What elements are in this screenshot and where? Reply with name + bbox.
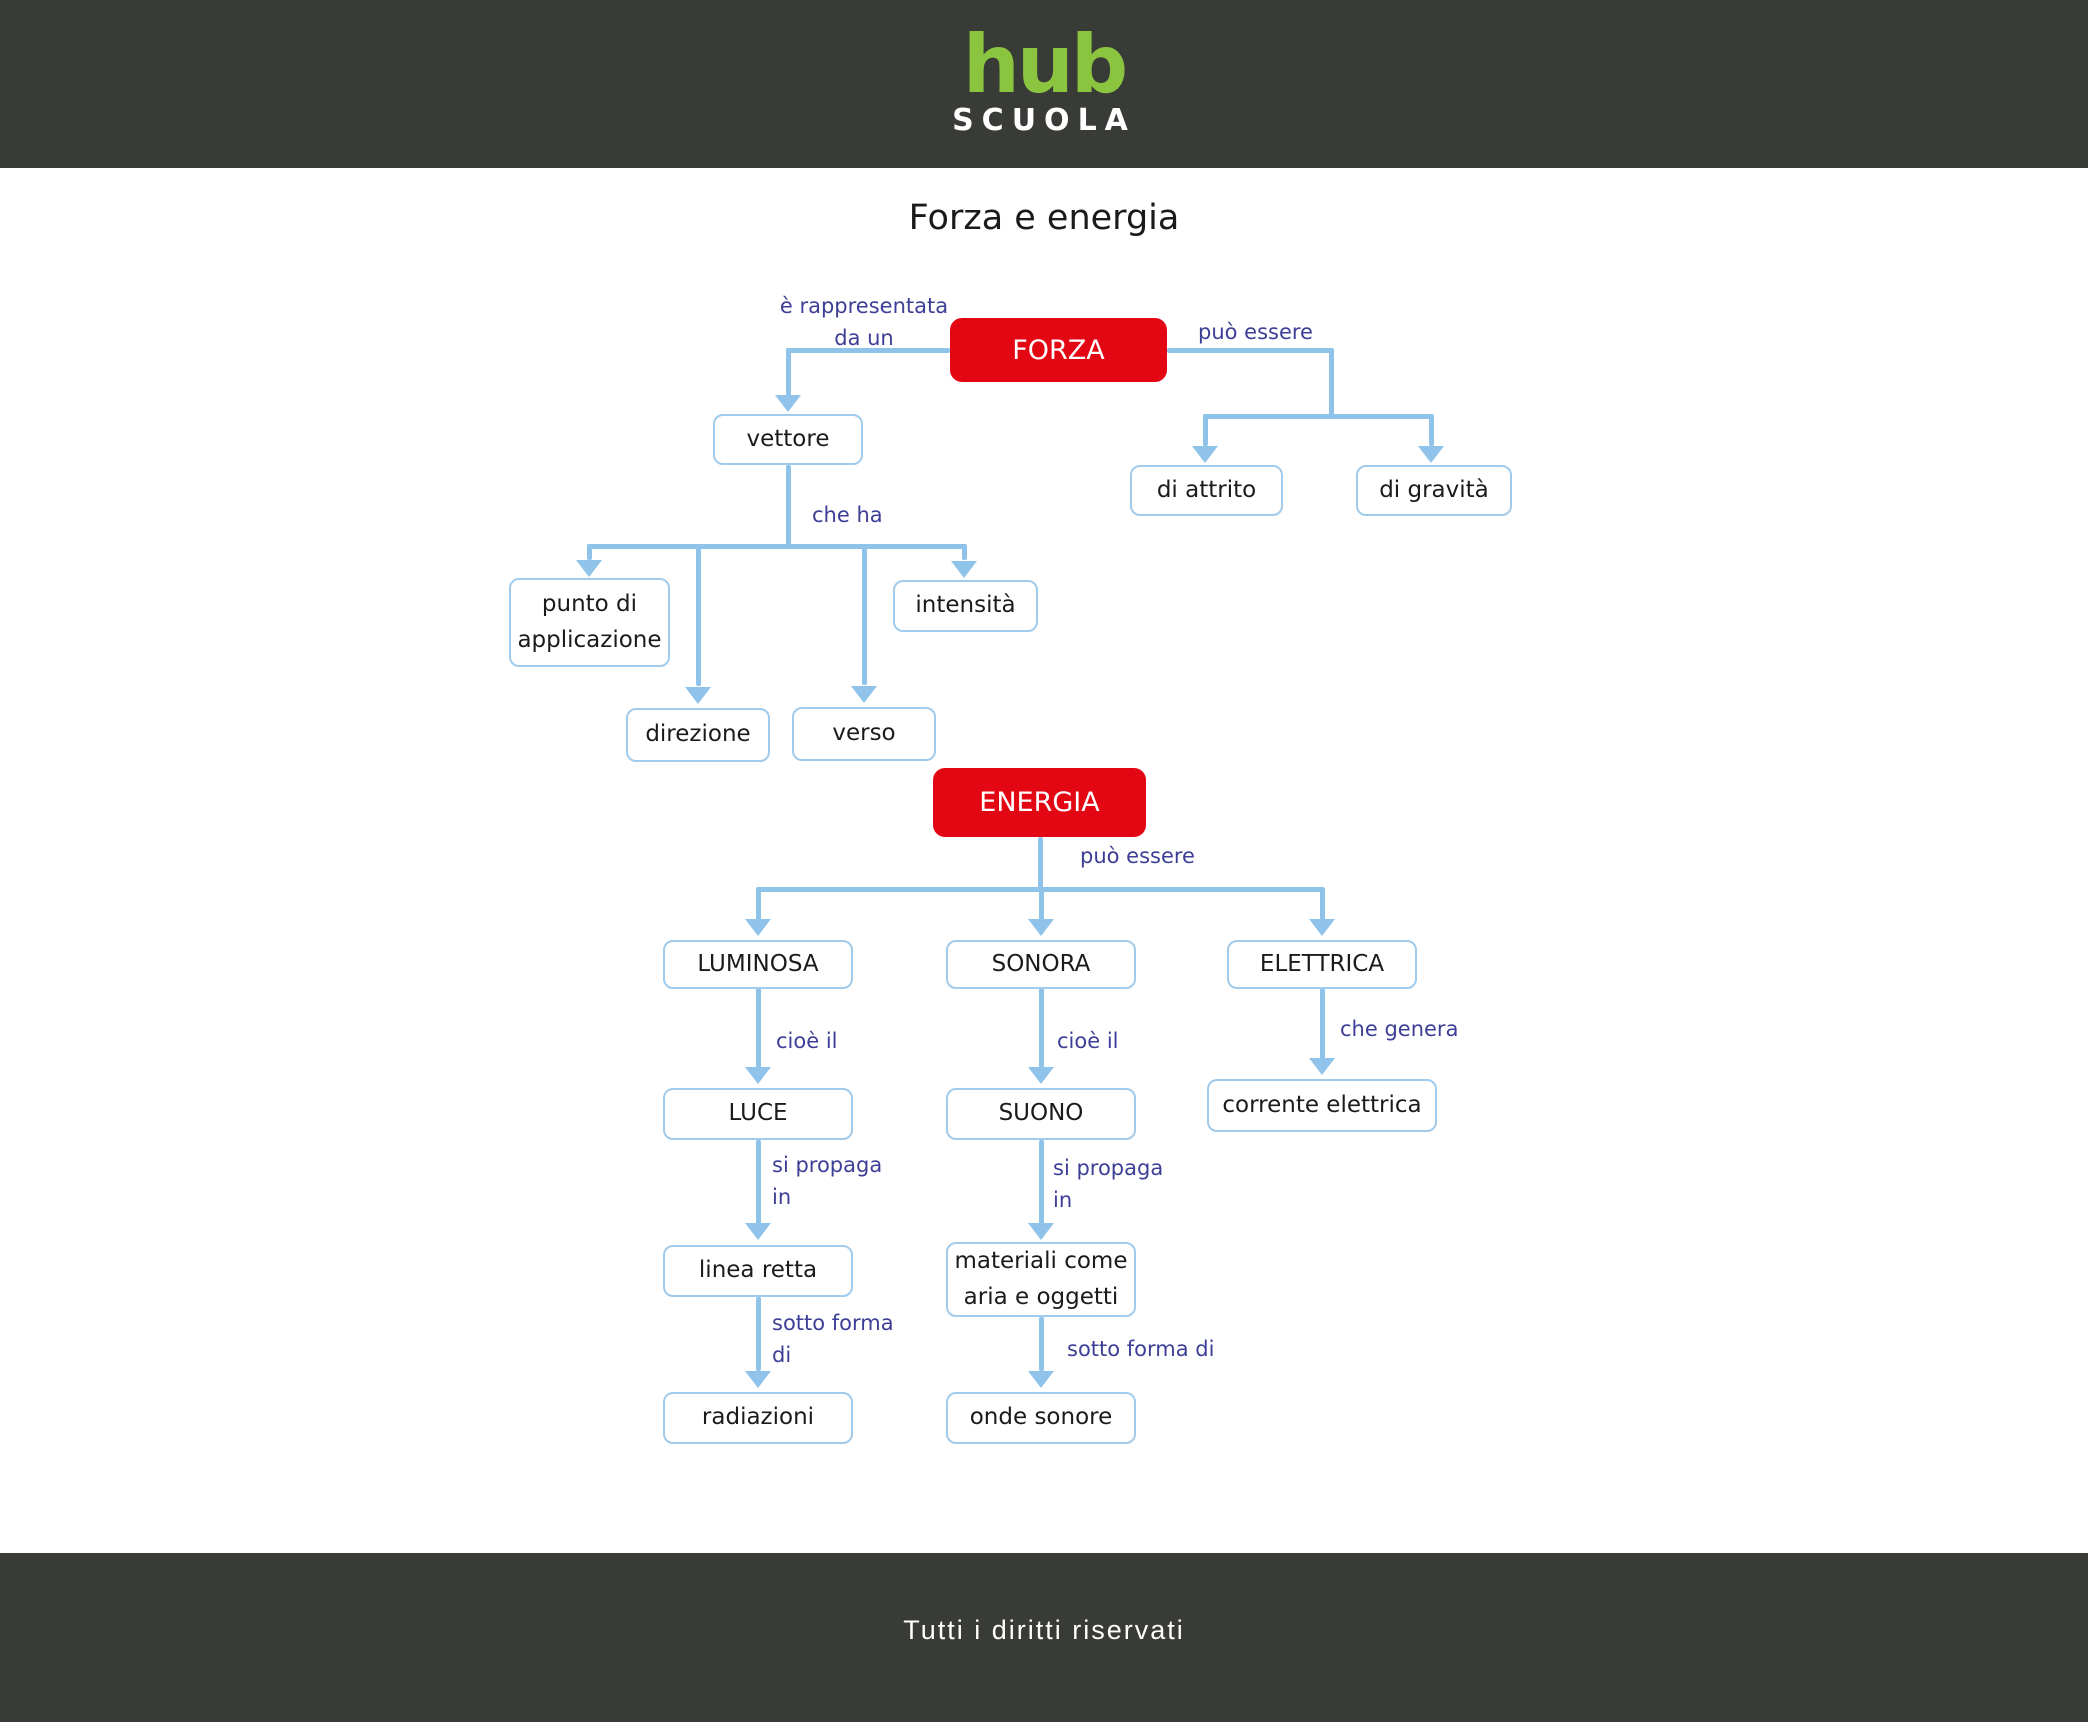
- node-luminosa: LUMINOSA: [663, 940, 853, 989]
- label-sotto-forma-di-right: sotto forma di: [1067, 1337, 1215, 1361]
- hub-scuola-logo[interactable]: hub SCUOLA: [952, 17, 1136, 138]
- footer-bar: Tutti i diritti riservati: [0, 1553, 2088, 1722]
- node-di-gravita: di gravità: [1356, 465, 1512, 516]
- label-puo-essere-forza: può essere: [1198, 320, 1313, 344]
- connector-ondesonore-v: [1039, 1317, 1044, 1371]
- label-che-ha: che ha: [812, 503, 883, 527]
- arrow-down-icon: [576, 560, 602, 577]
- node-verso: verso: [792, 707, 936, 761]
- connector-puoessere-bar: [1203, 414, 1433, 419]
- arrow-down-icon: [1028, 1371, 1054, 1388]
- node-vettore: vettore: [713, 414, 863, 465]
- header-bar: hub SCUOLA: [0, 0, 2088, 168]
- label-cioe-il-sonora: cioè il: [1057, 1029, 1119, 1053]
- node-energia: ENERGIA: [933, 768, 1146, 837]
- connector-corrente-v: [1320, 988, 1325, 1060]
- connector-sonora-v: [1039, 887, 1044, 920]
- connector-attrito-v: [1203, 414, 1208, 446]
- connector-energia-down: [1038, 837, 1043, 890]
- connector-forza-left-v: [786, 348, 791, 396]
- label-che-genera: che genera: [1340, 1017, 1459, 1041]
- connector-linearetta-v: [756, 1140, 761, 1224]
- label-si-propaga-in-luce: si propaga in: [772, 1153, 883, 1209]
- arrow-down-icon: [1309, 1058, 1335, 1075]
- logo-scuola-text: SCUOLA: [952, 102, 1136, 138]
- arrow-down-icon: [851, 686, 877, 703]
- arrow-down-icon: [745, 919, 771, 936]
- arrow-down-icon: [1028, 1067, 1054, 1084]
- node-forza: FORZA: [950, 318, 1167, 382]
- arrow-down-icon: [951, 561, 977, 578]
- label-e-rappresentata-da-un: è rappresentata da un: [779, 294, 949, 350]
- connector-direzione-v: [696, 544, 701, 686]
- label-puo-essere-energia: può essere: [1080, 844, 1195, 868]
- connector-punto-v: [587, 544, 592, 560]
- connector-forza-left-h: [786, 348, 950, 353]
- connector-luminosa-v: [756, 887, 761, 920]
- arrow-down-icon: [745, 1223, 771, 1240]
- node-onde-sonore: onde sonore: [946, 1392, 1136, 1444]
- node-materiali: materiali come aria e oggetti: [946, 1242, 1136, 1317]
- connector-elettrica-v: [1320, 887, 1325, 920]
- connector-forza-right-h: [1167, 348, 1333, 353]
- node-intensita: intensità: [893, 580, 1038, 632]
- arrow-down-icon: [1192, 446, 1218, 463]
- arrow-down-icon: [745, 1067, 771, 1084]
- connector-suono-v: [1039, 988, 1044, 1068]
- node-suono: SUONO: [946, 1088, 1136, 1140]
- connector-gravita-v: [1429, 414, 1434, 446]
- logo-hub-text: hub: [962, 17, 1128, 111]
- connector-verso-v: [862, 544, 867, 685]
- page-title: Forza e energia: [908, 198, 1180, 238]
- node-direzione: direzione: [626, 708, 770, 762]
- node-elettrica: ELETTRICA: [1227, 940, 1417, 989]
- arrow-down-icon: [1028, 1223, 1054, 1240]
- arrow-down-icon: [1028, 919, 1054, 936]
- connector-radiazioni-v: [756, 1297, 761, 1371]
- label-si-propaga-in-suono: si propaga in: [1053, 1156, 1164, 1212]
- arrow-down-icon: [1309, 919, 1335, 936]
- node-linea-retta: linea retta: [663, 1245, 853, 1297]
- footer-copyright-text: Tutti i diritti riservati: [903, 1615, 1185, 1645]
- arrow-down-icon: [1418, 446, 1444, 463]
- node-di-attrito: di attrito: [1130, 465, 1283, 516]
- arrow-down-icon: [745, 1371, 771, 1388]
- arrow-down-icon: [685, 687, 711, 704]
- connector-cheha-bar: [587, 544, 967, 549]
- arrow-down-icon: [775, 395, 801, 412]
- connector-luce-v: [756, 988, 761, 1068]
- node-luce: LUCE: [663, 1088, 853, 1140]
- connector-intensita-v: [962, 544, 967, 560]
- connector-vettore-down: [786, 465, 791, 547]
- node-corrente-elettrica: corrente elettrica: [1207, 1079, 1437, 1132]
- label-sotto-forma-di-left: sotto forma di: [772, 1311, 894, 1367]
- node-sonora: SONORA: [946, 940, 1136, 989]
- node-punto-di-applicazione: punto di applicazione: [509, 578, 670, 667]
- node-radiazioni: radiazioni: [663, 1392, 853, 1444]
- connector-materiali-v: [1039, 1140, 1044, 1224]
- connector-forza-right-v: [1329, 348, 1334, 418]
- label-cioe-il-luminosa: cioè il: [776, 1029, 838, 1053]
